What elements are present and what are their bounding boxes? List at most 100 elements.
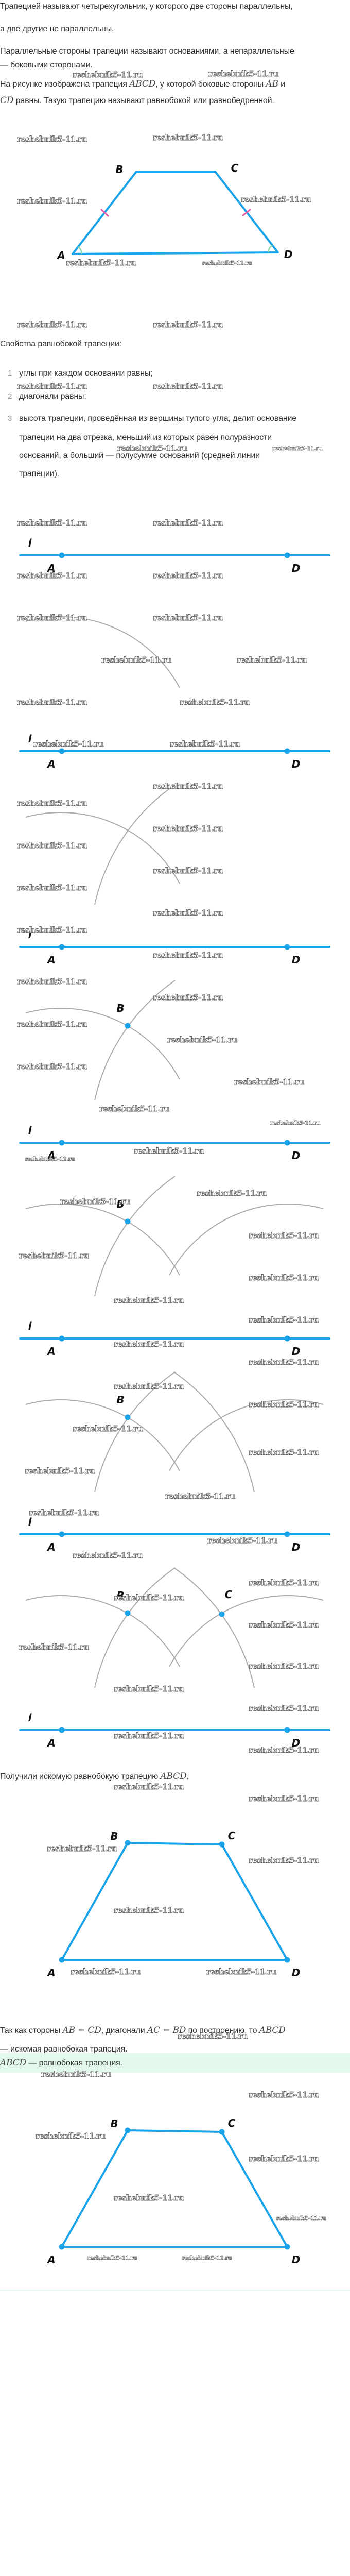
point-label-a: A [46,2253,55,2266]
watermark: reshebnik5-11.ru [208,69,279,79]
watermark: reshebnik5-11.ru [272,445,323,452]
line-label-l: l [28,1124,32,1137]
compass-arc [173,1371,255,1493]
watermark: reshebnik5-11.ru [153,133,223,143]
point [219,1841,225,1848]
watermark: reshebnik5-11.ru [249,1662,319,1671]
text: Так как стороны [0,2026,63,2035]
watermark: reshebnik5-11.ru [47,1844,117,1854]
equal-side-tick [242,208,251,217]
watermark: reshebnik5-11.ru [234,1077,305,1087]
watermark: reshebnik5-11.ru [134,1146,204,1156]
watermark: reshebnik5-11.ru [114,1382,184,1392]
point-label-c: C [228,2117,236,2129]
math: CD [0,95,14,106]
watermark: reshebnik5-11.ru [153,320,223,330]
watermark: reshebnik5-11.ru [197,1189,267,1198]
list-item: оснований, а больший — полусумме основан… [19,451,260,460]
math: ABCD [259,2025,286,2036]
watermark: reshebnik5-11.ru [17,382,87,392]
watermark: reshebnik5-11.ru [73,70,143,80]
line-label-l: l [28,1320,32,1332]
math: AB = CD [62,2025,101,2036]
watermark: reshebnik5-11.ru [249,1620,319,1630]
point-label-d: D [284,248,293,261]
watermark: reshebnik5-11.ru [249,2090,319,2100]
compass-arc [25,616,180,688]
watermark: reshebnik5-11.ru [114,1782,184,1792]
point-label-d: D [292,1541,301,1553]
point [284,1140,290,1146]
point-label-d: D [292,2253,301,2266]
conclusion-text: — искомая равнобокая трапеция. [0,2045,128,2054]
watermark: reshebnik5-11.ru [17,613,87,623]
compass-arc [169,1399,324,1471]
compass-arc [25,1008,180,1080]
watermark: reshebnik5-11.ru [241,195,311,205]
watermark: reshebnik5-11.ru [153,571,223,581]
watermark: reshebnik5-11.ru [117,444,188,453]
compass-arc [25,1204,180,1276]
watermark: reshebnik5-11.ru [249,1231,319,1241]
answer-box: ABCD — равнобокая трапеция. [0,2053,350,2073]
point-label-a: A [46,1737,55,1749]
watermark: reshebnik5-11.ru [276,2215,326,2222]
watermark: reshebnik5-11.ru [17,1062,87,1072]
point-label-b: B [116,1589,124,1602]
watermark: reshebnik5-11.ru [114,2193,184,2203]
point [125,2127,131,2133]
list-number: 1 [8,369,12,378]
point-label-d: D [292,562,301,574]
compass-arc [94,1176,176,1297]
watermark: reshebnik5-11.ru [114,1340,184,1349]
point-label-a: A [46,1149,55,1162]
list-item: углы при каждом основании равны; [19,369,153,378]
point-label-d: D [292,1967,301,1979]
watermark: reshebnik5-11.ru [114,1593,184,1603]
watermark: reshebnik5-11.ru [17,799,87,808]
watermark: reshebnik5-11.ru [87,2255,137,2262]
point-label-a: A [46,954,55,966]
compass-arc [25,812,180,884]
math: ABCD [0,2058,27,2068]
compass-arc [94,1567,176,1688]
point [59,1140,65,1146]
watermark: reshebnik5-11.ru [153,382,223,392]
point [125,1414,131,1420]
compass-arc [169,1595,324,1667]
watermark: reshebnik5-11.ru [17,841,87,851]
point-label-c: C [231,162,239,174]
point-label-b: B [110,2117,118,2130]
point [219,1611,225,1617]
watermark: reshebnik5-11.ru [237,655,307,665]
text: , диагонали [101,2026,147,2035]
watermark: reshebnik5-11.ru [249,1315,319,1325]
line-label-l: l [28,733,32,745]
watermark: reshebnik5-11.ru [101,655,172,665]
point [284,748,290,754]
watermark: reshebnik5-11.ru [17,518,87,528]
intro-text: а две другие не параллельны. [0,25,114,33]
watermark: reshebnik5-11.ru [249,2154,319,2164]
point [284,1531,290,1537]
watermark: reshebnik5-11.ru [153,782,223,791]
point-label-a: A [46,562,55,574]
watermark: reshebnik5-11.ru [114,1906,184,1916]
math: ABCD [129,79,156,89]
point-label-d: D [292,1149,301,1162]
watermark: reshebnik5-11.ru [202,260,252,267]
watermark: reshebnik5-11.ru [114,1296,184,1306]
watermark: reshebnik5-11.ru [33,739,104,749]
intro-text: Трапецией называют четырехугольник, у ко… [0,2,293,11]
point [284,944,290,950]
text: . [186,1772,189,1781]
watermark: reshebnik5-11.ru [249,1400,319,1410]
watermark: reshebnik5-11.ru [114,1731,184,1741]
watermark: reshebnik5-11.ru [153,908,223,918]
compass-arc [94,784,176,905]
point-label-d: D [292,1737,301,1749]
watermark: reshebnik5-11.ru [73,1424,143,1434]
point [125,1218,131,1225]
watermark: reshebnik5-11.ru [206,1967,277,1977]
